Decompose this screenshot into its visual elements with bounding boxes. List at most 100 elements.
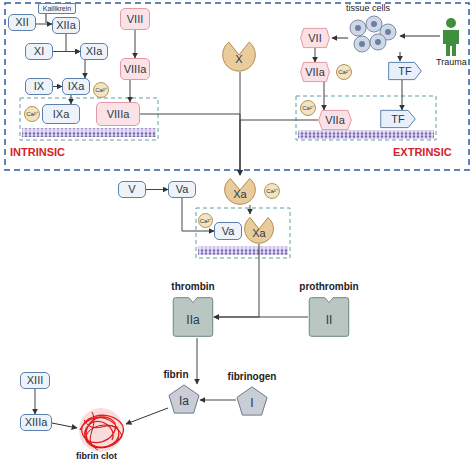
node-label: IX (34, 81, 44, 92)
activation-arrow (66, 34, 80, 52)
calcium-circle: Ca²⁺ (336, 64, 352, 80)
activation-arrow (130, 80, 131, 102)
membrane (22, 128, 156, 137)
node-label: Va (176, 184, 189, 195)
tissue-factor-tag: TF (388, 62, 422, 80)
cofactor-box: VIIIa (120, 58, 150, 80)
activation-arrow (200, 400, 236, 401)
pink-hexagon (301, 28, 330, 47)
factor-box: XIIIa (20, 414, 52, 431)
activation-arrow (53, 51, 80, 52)
node-heading: fibrin (164, 369, 189, 380)
calcium-circle: Ca²⁺ (264, 183, 280, 199)
node-label: TF (398, 66, 411, 77)
clot-strands (84, 412, 122, 450)
protein-shape (309, 298, 348, 337)
node-label: Ca²⁺ (266, 188, 278, 194)
enzyme-node: X (222, 38, 256, 72)
cell (354, 36, 370, 52)
activation-arrow (140, 114, 240, 175)
activation-arrow (35, 389, 36, 414)
tag-shape (389, 62, 422, 79)
node-label: Xa (233, 181, 246, 200)
factor-box: IX (25, 78, 53, 95)
cofactor-tick (46, 14, 47, 23)
membrane (198, 246, 288, 255)
node-label: XIII (27, 375, 44, 386)
activation-arrow (324, 82, 325, 110)
activation-arrow (250, 205, 251, 214)
section-title: INTRINSIC (10, 147, 65, 158)
activation-arrow (315, 48, 316, 62)
activation-arrow (240, 120, 318, 175)
factor-box: Va (214, 222, 242, 240)
enzyme-node: Xa (224, 175, 256, 205)
node-label: VIIIa (124, 64, 147, 75)
pentagon-shape (237, 387, 267, 415)
factor-box: XI (25, 43, 53, 60)
thrombin-node: thrombinIIa (172, 296, 214, 338)
enzyme-node: Xa (244, 214, 274, 244)
nucleus (385, 29, 391, 35)
node-label: Kallikrein (43, 5, 71, 12)
tag-shape (381, 110, 416, 127)
node-label: X (235, 46, 242, 65)
node-label: VIIa (325, 115, 345, 126)
nucleus (371, 21, 377, 27)
factor-box: IXa (42, 104, 80, 124)
node-label: Ca²⁺ (95, 87, 107, 93)
pink-hexagon (301, 62, 330, 81)
tissue-cells-art (350, 16, 396, 52)
node-label: II (326, 308, 333, 326)
factor-box: V (118, 181, 146, 198)
pink-hexagon (319, 110, 352, 129)
node-label: Va (222, 226, 235, 237)
node-label: VIIa (305, 67, 325, 78)
nucleus (355, 25, 361, 31)
tissue-factor-tag: TF (380, 110, 416, 128)
enzyme-shape (245, 218, 274, 244)
person-icon (443, 18, 459, 56)
factor-box: IXa (62, 78, 90, 95)
node-label: Ca²⁺ (200, 218, 212, 224)
node-label: XIIa (56, 20, 76, 31)
cell (366, 16, 382, 32)
calcium-circle: Ca²⁺ (300, 100, 316, 116)
calcium-circle: Ca²⁺ (198, 213, 213, 228)
activation-arrow (53, 86, 62, 87)
illustration-label: Trauma (436, 58, 467, 67)
complex-frame (296, 96, 436, 140)
node-label: TF (391, 114, 404, 125)
release-arrow (400, 52, 401, 61)
complex-frame (196, 208, 290, 258)
node-label: XII (15, 17, 28, 28)
enzyme-shape (223, 42, 256, 71)
node-label: XIa (86, 46, 103, 57)
section-title: EXTRINSIC (393, 147, 452, 158)
node-label: I (250, 393, 253, 409)
cell (350, 20, 366, 36)
activation-arrow (36, 24, 52, 25)
activation-arrow (197, 338, 198, 384)
factor-box: Va (168, 181, 196, 198)
complex-frame (20, 98, 158, 140)
trauma-arrow (400, 36, 440, 37)
node-label: XIIIa (25, 417, 48, 428)
clot-arrow (126, 408, 168, 424)
node-label: VIII (127, 14, 144, 25)
calcium-circle: Ca²⁺ (93, 82, 109, 98)
person-body (443, 30, 459, 56)
factor-hexagon: VII (300, 28, 330, 48)
cofactor-box: VIII (120, 8, 150, 30)
node-label: Ca²⁺ (302, 105, 314, 111)
membrane (298, 130, 434, 139)
activation-arrow (214, 317, 308, 318)
clot-glow (79, 408, 123, 452)
cell (370, 34, 386, 50)
activation-arrow (146, 189, 168, 190)
activation-arrow (71, 95, 72, 104)
protein-shape (173, 298, 212, 337)
pentagon-shape (169, 385, 199, 413)
node-label: VII (308, 33, 321, 44)
node-label: IXa (53, 109, 70, 120)
